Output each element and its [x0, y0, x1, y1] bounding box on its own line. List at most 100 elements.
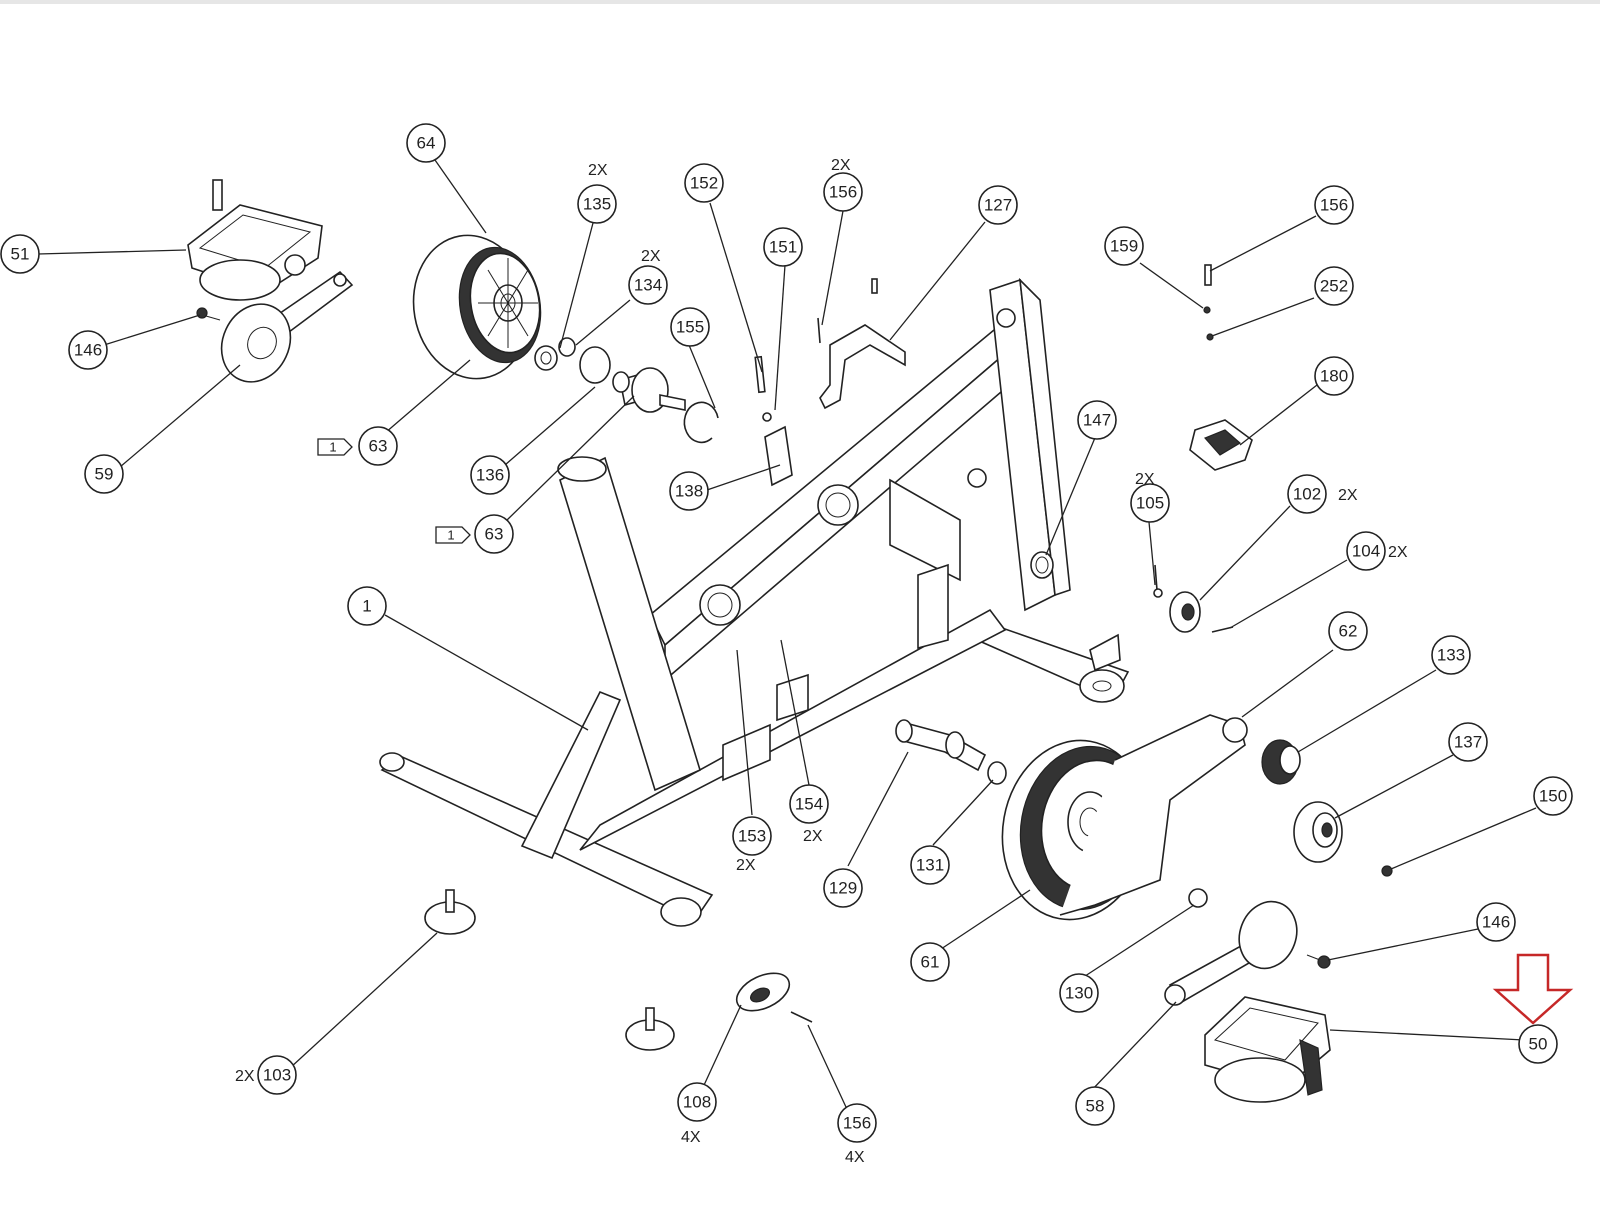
qty-108: 4X	[681, 1129, 701, 1146]
callout-180: 180	[1314, 356, 1354, 396]
callout-label: 127	[984, 196, 1012, 215]
callout-155: 155	[670, 307, 710, 347]
ref-tag-label: 1	[447, 528, 454, 543]
washer-135-drawing	[534, 345, 558, 371]
callout-label: 155	[676, 318, 704, 337]
callout-156-top: 156	[823, 172, 863, 212]
qty-154: 2X	[803, 828, 823, 845]
qty-102: 2X	[1338, 487, 1358, 504]
callout-label: 58	[1086, 1097, 1105, 1116]
screw-252-drawing	[1206, 333, 1214, 341]
callout-152: 152	[684, 163, 724, 203]
callout-label: 180	[1320, 367, 1348, 386]
callout-label: 102	[1293, 485, 1321, 504]
nut-150-drawing	[1381, 865, 1393, 877]
callout-label: 63	[485, 525, 504, 544]
callout-159: 159	[1104, 226, 1144, 266]
callout-label: 152	[690, 174, 718, 193]
sensor-180-drawing	[1189, 419, 1253, 471]
callout-label: 61	[921, 953, 940, 972]
left-crank-drawing	[220, 270, 354, 383]
callout-137: 137	[1448, 722, 1488, 762]
callout-label: 151	[769, 238, 797, 257]
callout-129: 129	[823, 868, 863, 908]
left-pedal-drawing	[187, 179, 323, 301]
callout-label: 50	[1529, 1035, 1548, 1054]
bolt-156-top-drawing	[817, 278, 878, 344]
callout-133: 133	[1431, 635, 1471, 675]
callout-130: 130	[1059, 973, 1099, 1013]
callout-131: 131	[910, 845, 950, 885]
callout-138: 138	[669, 471, 709, 511]
callout-label: 156	[829, 183, 857, 202]
callout-154: 154	[789, 784, 829, 824]
callout-label: 150	[1539, 787, 1567, 806]
callout-63-lower: 63	[474, 514, 514, 554]
callout-51: 51	[0, 234, 40, 274]
snap-ring-155-drawing	[683, 401, 719, 444]
bolt-146-left-drawing	[196, 307, 221, 321]
qty-135: 2X	[588, 162, 608, 179]
screw-156-right-drawing	[1204, 264, 1212, 286]
ring-131-drawing	[987, 761, 1007, 785]
callout-146-left: 146	[68, 330, 108, 370]
callout-104: 104	[1346, 531, 1386, 571]
qty-156-bottom: 4X	[845, 1149, 865, 1166]
pulley-64-drawing	[412, 234, 542, 380]
nut-151-drawing	[762, 412, 772, 422]
callout-146-right: 146	[1476, 902, 1516, 942]
callout-label: 146	[74, 341, 102, 360]
callout-102: 102	[1287, 474, 1327, 514]
callout-label: 159	[1110, 237, 1138, 256]
callout-151: 151	[763, 227, 803, 267]
callout-134: 134	[628, 265, 668, 305]
grommet-147-drawing	[1030, 551, 1054, 579]
callout-label: 147	[1083, 411, 1111, 430]
qty-153: 2X	[736, 857, 756, 874]
callout-label: 103	[263, 1066, 291, 1085]
callout-label: 108	[683, 1093, 711, 1112]
callout-label: 138	[675, 482, 703, 501]
callout-136: 136	[470, 455, 510, 495]
right-crank-58-drawing	[1164, 900, 1298, 1006]
callout-105: 105	[1130, 483, 1170, 523]
pulley-133-drawing	[1261, 739, 1301, 785]
callout-label: 135	[583, 195, 611, 214]
bracket-138-drawing	[764, 425, 793, 487]
callout-58: 58	[1075, 1086, 1115, 1126]
callout-label: 51	[11, 245, 30, 264]
callout-127: 127	[978, 185, 1018, 225]
callout-label: 153	[738, 827, 766, 846]
foot-cap-108-drawing	[735, 972, 791, 1012]
callout-label: 133	[1437, 646, 1465, 665]
callout-label: 62	[1339, 622, 1358, 641]
shaft-129-drawing	[895, 719, 987, 772]
qty-104: 2X	[1388, 544, 1408, 561]
callout-108: 108	[677, 1082, 717, 1122]
bolt-146-right-drawing	[1306, 954, 1331, 969]
callout-153: 153	[732, 816, 772, 856]
callout-156-right: 156	[1314, 185, 1354, 225]
callout-150: 150	[1533, 776, 1573, 816]
qty-156-top: 2X	[831, 157, 851, 174]
qty-103: 2X	[235, 1068, 255, 1085]
leader-lines	[37, 159, 1537, 1121]
callout-label: 59	[95, 465, 114, 484]
pin-152-drawing	[754, 355, 766, 394]
callout-147: 147	[1077, 400, 1117, 440]
qty-105: 2X	[1135, 471, 1155, 488]
callout-label: 156	[1320, 196, 1348, 215]
bracket-127-drawing	[819, 324, 906, 410]
callout-62: 62	[1328, 611, 1368, 651]
callout-label: 105	[1136, 494, 1164, 513]
nut-130-drawing	[1188, 888, 1208, 908]
wheel-102-drawing	[1169, 591, 1201, 633]
callout-1: 1	[347, 586, 387, 626]
callout-label: 129	[829, 879, 857, 898]
callout-59: 59	[84, 454, 124, 494]
callout-label: 146	[1482, 913, 1510, 932]
top-border	[0, 0, 1600, 4]
right-pedal-50-drawing	[1204, 996, 1331, 1103]
callout-label: 156	[843, 1114, 871, 1133]
callout-61: 61	[910, 942, 950, 982]
